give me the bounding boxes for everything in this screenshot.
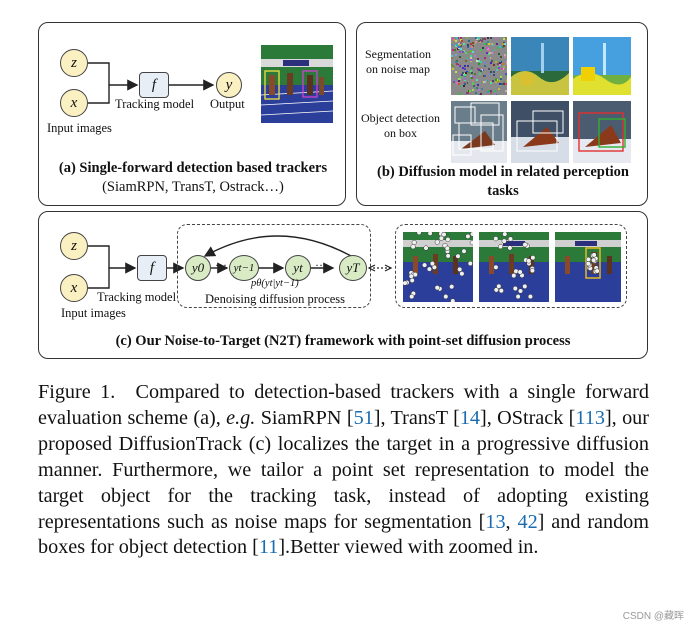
panel-a: z x f y Input images Tracking model Outp… [38,22,346,206]
caption-part-7: ] and random boxes for object detection … [38,510,649,559]
label-segmentation: Segmentation on noise map [365,47,431,76]
noise-map-image [451,37,507,95]
panel-b: Segmentation on noise map Object detecti… [356,22,648,206]
caption-part-2: SiamRPN [ [255,406,354,429]
tracking-frame-image [261,45,333,123]
label-object-detection: Object detection on box [361,111,440,140]
point-set-results-box [395,224,627,308]
random-boxes-image [451,101,507,163]
citation-11[interactable]: 11 [258,536,279,559]
point-set-noise-image [403,232,473,302]
caption-part-5: ], our proposed DiffusionTrack (c) local… [38,406,649,533]
panel-a-caption-rest: (SiamRPN, TransT, Ostrack…) [102,179,284,195]
dots-left: ··· [215,258,227,272]
label-input-images: Input images [47,121,112,135]
node-yt-minus-1: yt−1 [229,255,259,281]
panel-b-caption: (b) Diffusion model in related perceptio… [376,164,629,199]
node-x: x [60,89,88,117]
citation-13[interactable]: 13 [485,510,506,533]
label-denoising: Denoising diffusion process [205,292,346,306]
node-yt: yt [285,255,311,281]
caption-part-3: ], TransT [ [373,406,460,429]
panel-c: z x f y0 ··· yt−1 yt ··· yT pθ(yt|yt−1) … [38,211,648,359]
node-output-y: y [216,72,242,98]
citation-113[interactable]: 113 [575,406,605,429]
citation-42[interactable]: 42 [517,510,538,533]
caption-part-6: , [505,510,518,533]
node-yT: yT [339,255,367,281]
node-z: z [60,49,88,77]
segmentation-intermediate-image [511,37,569,95]
detection-intermediate-image [511,101,569,163]
watermark: CSDN @藏晖 [622,611,684,622]
tracking-model-box: f [139,72,169,98]
detection-result-image [573,101,631,163]
node-y0: y0 [185,255,211,281]
citation-14[interactable]: 14 [459,406,481,429]
label-input-images: Input images [61,306,126,320]
label-tracking-model: Tracking model [115,97,195,111]
panel-a-caption: (a) Single-forward detection based track… [47,159,339,197]
panel-a-arrows [88,62,215,104]
segmentation-result-image [573,37,631,95]
figure-caption: Figure 1. Compared to detection-based tr… [38,380,649,561]
tracking-model-box: f [137,255,167,281]
node-z: z [60,232,88,260]
citation-51[interactable]: 51 [353,406,374,429]
denoising-process-box [177,224,371,308]
caption-part-1: Figure 1. Compared to detection-based tr… [38,381,649,429]
caption-part-8: ].Better viewed with zoomed in. [278,536,539,559]
point-set-result-image [555,232,621,302]
panel-a-caption-bold: (a) Single-forward detection based track… [58,160,328,176]
point-set-intermediate-image [479,232,549,302]
caption-part-4: ], OStrack [ [480,406,576,429]
panel-c-arrows [88,235,393,289]
label-tracking-model: Tracking model [97,290,177,304]
node-x: x [60,274,88,302]
transition-formula: pθ(yt|yt−1) [251,278,299,289]
caption-eg: e.g. [226,406,256,429]
panel-c-caption: (c) Our Noise-to-Target (N2T) framework … [115,333,571,349]
label-output: Output [210,97,245,111]
dots-right: ··· [315,258,327,272]
